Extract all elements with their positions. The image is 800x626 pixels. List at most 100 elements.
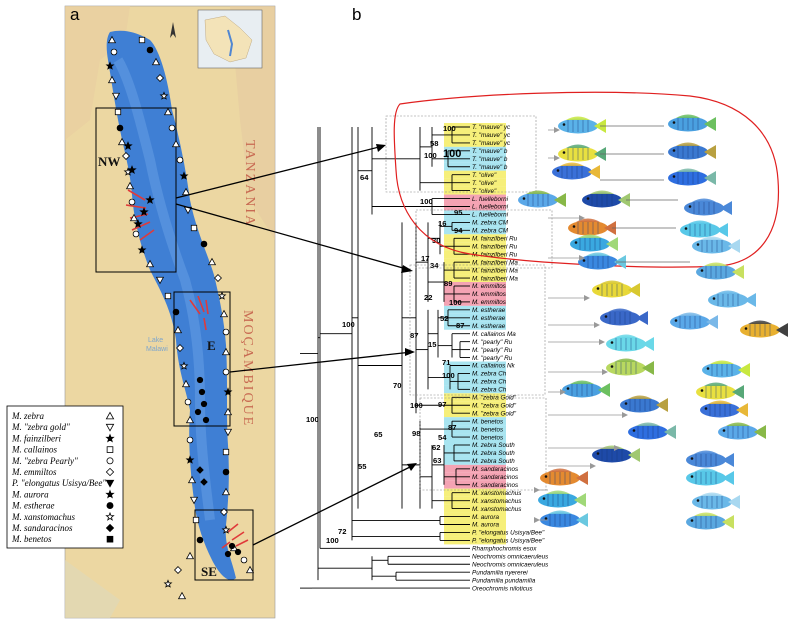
tip-highlight xyxy=(444,321,506,330)
fish-pointer-head xyxy=(594,322,600,328)
fish-photo xyxy=(562,380,610,398)
map-marker xyxy=(184,398,192,406)
tip-label: Rhamphochromis esox xyxy=(472,546,537,553)
tip-label: M. fainzilberi Ma xyxy=(472,267,518,274)
legend-label: P. "elongatus Usisya/Bee" xyxy=(11,478,106,488)
map-marker xyxy=(107,75,117,84)
map-marker xyxy=(223,428,233,437)
bootstrap-label: 100 xyxy=(410,401,423,410)
tip-label: M. fainzilberi Ru xyxy=(472,243,518,250)
map-marker xyxy=(123,141,133,151)
tip-highlight xyxy=(444,305,506,314)
map-marker xyxy=(151,57,161,66)
legend-label: M. benetos xyxy=(11,534,52,544)
tip-highlight xyxy=(444,441,506,449)
legend-label: M. emmiltos xyxy=(11,467,57,477)
map-marker xyxy=(196,376,204,384)
bootstrap-label: 100 xyxy=(326,536,339,545)
map-marker xyxy=(185,415,195,424)
tip-highlight xyxy=(444,313,506,322)
region-box-e xyxy=(173,291,231,427)
bootstrap-label: 98 xyxy=(412,429,420,438)
map-marker xyxy=(202,416,210,424)
tip-labels: T. "mauve" ycT. "mauve" ycT. "mauve" ycT… xyxy=(472,124,549,592)
tip-label: M. xanstomachus xyxy=(472,490,522,497)
map-marker xyxy=(145,195,155,205)
map-marker xyxy=(220,508,228,516)
tip-label: M. zebra South xyxy=(472,458,515,465)
tip-label: T. "olive" xyxy=(472,172,497,179)
map-marker xyxy=(221,347,231,356)
bootstrap-values: 1005810010064100951694301734892210052871… xyxy=(306,124,464,545)
fish-photo xyxy=(686,450,734,468)
tip-label: Neochromis omnicaeruleus xyxy=(472,554,549,561)
inset-land xyxy=(204,15,253,63)
clade-boxes xyxy=(385,115,553,491)
map-marker xyxy=(164,292,172,300)
map-marker xyxy=(116,124,124,132)
legend-label: M. estherae xyxy=(11,501,55,511)
bootstrap-label: 65 xyxy=(374,430,383,439)
fish-pointer-head xyxy=(534,517,540,523)
bootstrap-label: 100 xyxy=(342,320,355,329)
tip-highlight xyxy=(444,361,506,370)
tip-label: M. sandaracinos xyxy=(472,474,519,481)
map-marker xyxy=(125,181,135,190)
fish-photo xyxy=(696,262,744,280)
tip-label: T. "olive" xyxy=(472,180,497,187)
tip-label: T. "olive" xyxy=(472,188,497,195)
legend-label: M. sandaracinos xyxy=(11,523,73,533)
fish-photo xyxy=(692,492,740,510)
tip-highlight xyxy=(444,520,506,529)
tip-label: M. callainos Ma xyxy=(472,331,516,338)
tip-label: M. benetos xyxy=(472,434,504,441)
map-marker xyxy=(129,213,139,222)
map-red-arrows xyxy=(125,189,249,549)
tip-label: M. "pearly" Ru xyxy=(472,339,513,346)
tip-highlight xyxy=(444,210,506,219)
fish-photo xyxy=(680,220,728,238)
map-marker xyxy=(139,207,149,217)
fish-photo xyxy=(686,468,734,486)
fish-photo xyxy=(702,360,750,378)
tip-highlight xyxy=(444,162,506,171)
bootstrap-label: 58 xyxy=(430,139,438,148)
tip-label: M. aurora xyxy=(472,514,499,521)
tip-highlight xyxy=(444,178,506,187)
map-marker xyxy=(196,536,204,544)
highlight-outline xyxy=(393,91,780,268)
bootstrap-label: 62 xyxy=(432,443,440,452)
map-marker xyxy=(128,198,136,206)
tip-highlight xyxy=(444,258,506,267)
map-marker xyxy=(234,548,242,556)
bootstrap-label: 100 xyxy=(420,197,433,206)
tip-label: M. "pearly" Ru xyxy=(472,355,513,362)
tip-label: L. fuelleborni xyxy=(472,212,509,219)
fish-photo xyxy=(538,490,586,508)
country-label-tanzania: TANZANIA xyxy=(242,140,257,227)
legend-star-filled-icon xyxy=(105,489,115,499)
map-marker xyxy=(214,274,222,282)
map-panel: TANZANIA MOÇAMBIQUE Lake Malawi NW E SE … xyxy=(6,5,276,619)
tip-label: M. fainzilberi Ru xyxy=(472,251,518,258)
map-marker xyxy=(168,124,176,132)
fish-photo xyxy=(540,468,588,486)
tip-label: M. zebra Ch xyxy=(472,379,507,386)
tip-label: M. zebra South xyxy=(472,442,515,449)
bootstrap-label: 94 xyxy=(454,226,463,235)
legend-label: M. callainos xyxy=(11,445,57,455)
map-marker xyxy=(181,187,191,196)
legend-triangle-down-open-icon xyxy=(105,423,115,432)
tip-label: P. "elongatus Usisya/Bee" xyxy=(472,538,545,545)
bootstrap-label: 87 xyxy=(410,331,418,340)
legend-square-open-icon xyxy=(106,446,114,453)
bootstrap-label: 54 xyxy=(438,433,447,442)
tip-label: T. "mauve" yc xyxy=(472,140,511,147)
tip-highlight xyxy=(444,401,506,410)
legend-star-filled-icon xyxy=(105,433,115,443)
map-marker xyxy=(200,400,208,408)
map-marker xyxy=(122,152,130,160)
map-marker xyxy=(223,407,233,416)
